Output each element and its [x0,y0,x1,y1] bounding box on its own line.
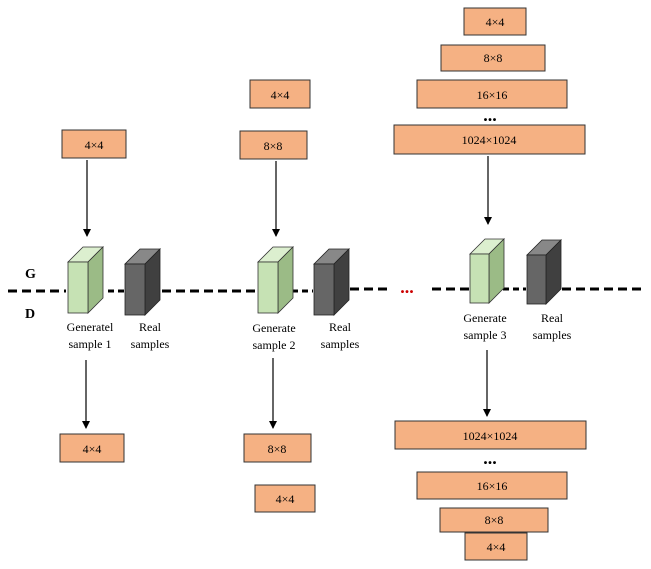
real-caption-line-1: Real [329,320,352,334]
g-layer-box [239,130,308,160]
d-layer-label: 4×4 [487,540,506,554]
g-layer-label: 4×4 [271,88,290,102]
d-layer-label: 4×4 [276,492,295,506]
real-caption-line-2: samples [321,337,360,351]
d-layer-box [254,484,316,513]
d-layer-box [394,420,587,450]
generated-caption-line-1: Generate [252,321,295,335]
d-layer-label: 8×8 [268,442,287,456]
divider-line [8,287,645,293]
real-caption-line-1: Real [541,311,564,325]
d-layer-box [439,507,549,533]
g-layer-label: 4×4 [85,138,104,152]
generated-sample-block [257,246,294,314]
generated-caption-line-2: sample 2 [253,338,296,352]
generator-label: G [25,267,36,282]
d-layer-box [243,433,312,463]
g-layer-label: 4×4 [486,15,505,29]
top-ellipsis: ... [483,105,497,125]
real-sample-block [313,248,350,316]
g-layer-label: 8×8 [264,139,283,153]
g-layer-box [440,44,546,72]
d-layer-box [464,532,528,561]
g-layer-box [416,79,568,109]
d-layer-box [416,471,568,500]
generated-caption-line-1: Generate [463,311,506,325]
real-caption-line-2: samples [131,337,170,351]
g-layer-box [393,124,586,155]
bottom-ellipsis: ... [483,448,497,468]
center-ellipsis: ... [400,277,414,297]
column-2: 4×4 8×8 Generate sample 2 Real samples 8… [239,79,360,513]
real-caption-line-2: samples [533,328,572,342]
d-layer-label: 4×4 [83,442,102,456]
g-layer-box [249,79,311,109]
real-sample-block [124,248,161,316]
d-layer-label: 1024×1024 [463,429,518,443]
generated-caption-line-1: Generatel [67,320,114,334]
real-sample-block [526,239,562,305]
g-layer-label: 1024×1024 [462,133,517,147]
g-layer-label: 16×16 [477,88,508,102]
real-caption-line-1: Real [139,320,162,334]
discriminator-label: D [25,307,35,322]
g-layer-label: 8×8 [484,51,503,65]
generated-caption-line-2: sample 3 [464,328,507,342]
g-layer-box [463,7,527,36]
generated-sample-block [67,246,104,314]
d-layer-label: 16×16 [477,479,508,493]
column-1: 4×4 Generatel sample 1 Real samples 4×4 [59,129,170,463]
d-layer-box [59,433,125,463]
generated-sample-block [469,238,505,304]
column-3: 4×4 8×8 16×16 ... 1024×1024 Generate sam… [393,7,587,561]
d-layer-label: 8×8 [485,513,504,527]
generated-caption-line-2: sample 1 [69,337,112,351]
g-layer-box [61,129,127,159]
